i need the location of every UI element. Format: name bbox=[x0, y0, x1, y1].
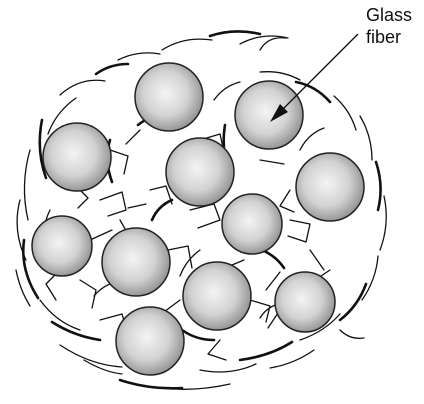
glass-fiber bbox=[102, 228, 170, 296]
glass-fiber bbox=[166, 138, 234, 206]
glass-fiber bbox=[275, 272, 335, 332]
callout-label-line2: fiber bbox=[366, 27, 401, 47]
glass-fiber bbox=[222, 194, 282, 254]
glass-fiber bbox=[135, 63, 203, 131]
glass-fiber bbox=[43, 123, 111, 191]
glass-fiber bbox=[32, 216, 92, 276]
glass-fiber bbox=[235, 81, 303, 149]
callout-leader-line bbox=[280, 34, 358, 112]
glass-fiber bbox=[296, 153, 364, 221]
glass-fiber bbox=[183, 262, 251, 330]
glass-fiber bbox=[116, 307, 184, 375]
glass-fibers bbox=[32, 63, 364, 375]
callout-label-line1: Glass bbox=[366, 5, 412, 25]
